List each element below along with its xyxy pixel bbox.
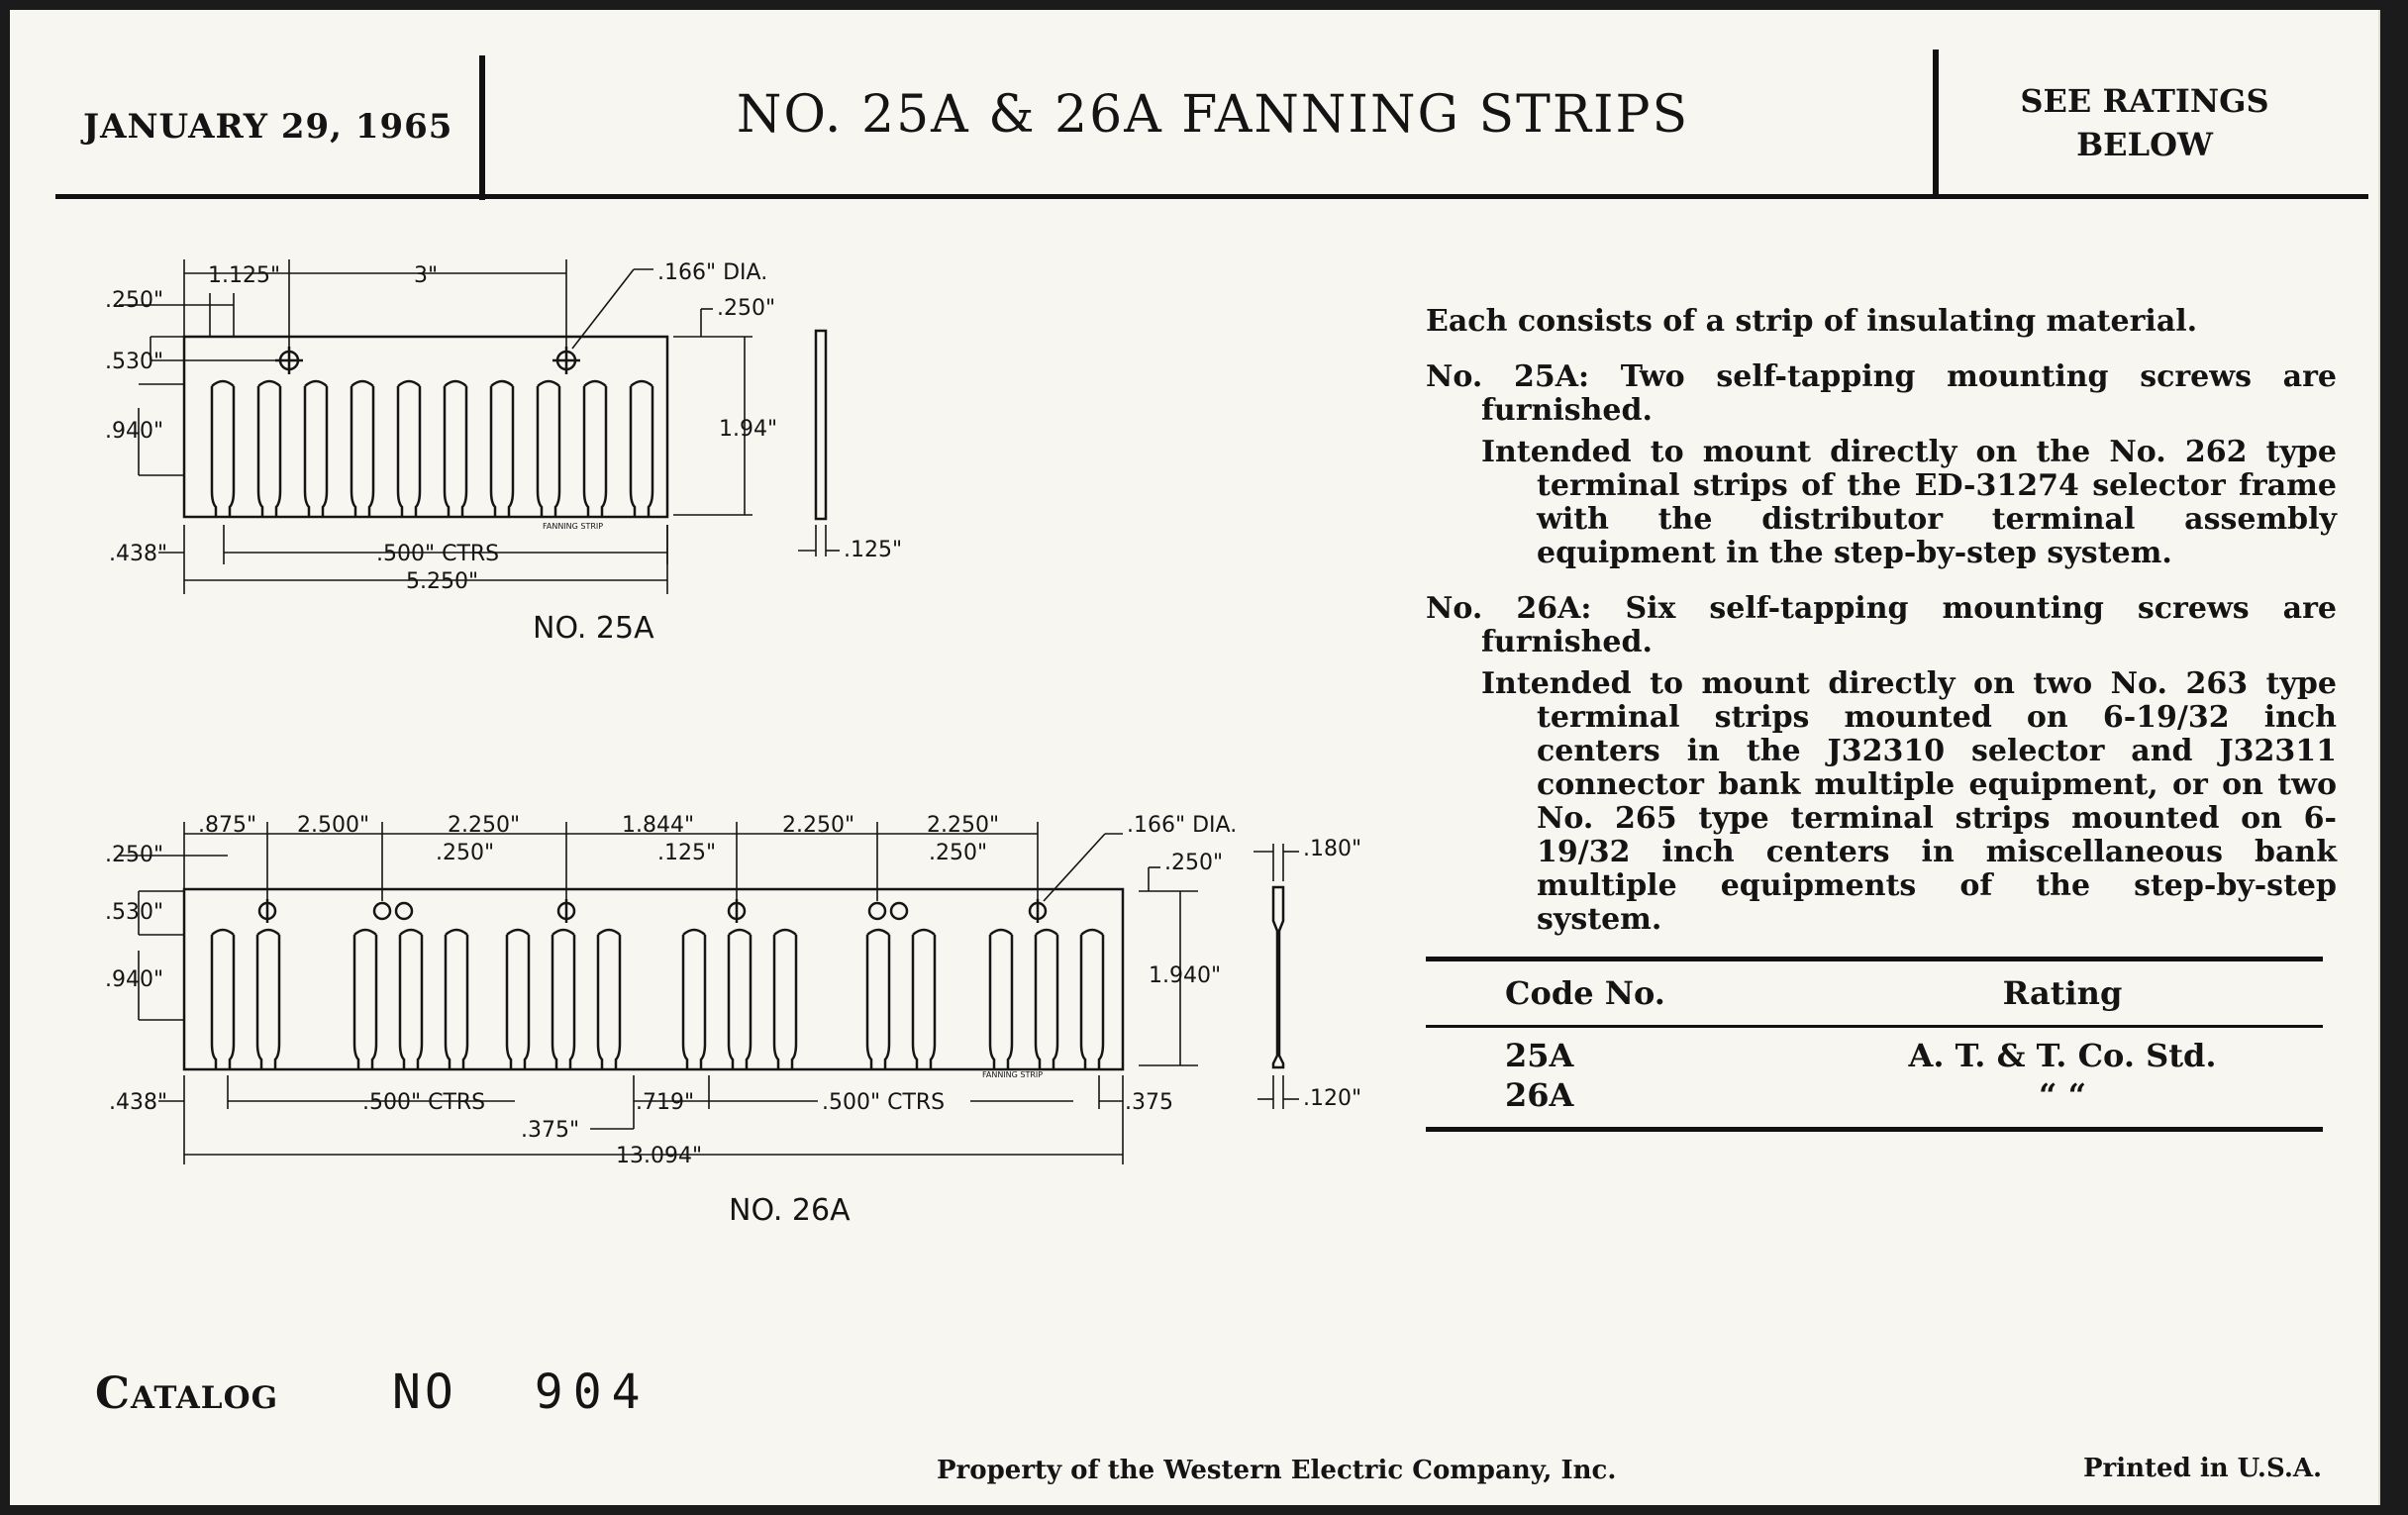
description-26a-detail: Intended to mount directly on two No. 26… [1481,666,2337,937]
dim-26a-250a: .250" [105,843,163,867]
catalog-no-prefix: NO [392,1364,457,1420]
catalog-no-value: 904 [534,1364,651,1420]
description-intro: Each consists of a strip of insulating m… [1426,304,2198,339]
dim-26a-375a: .375 [1125,1090,1173,1115]
sheet-title: NO. 25A & 26A FANNING STRIPS [736,85,1690,145]
dim-26a-125: .125" [657,841,716,865]
dim-26a-438: .438" [109,1090,167,1115]
catalog-number: NO 904 [392,1364,651,1420]
property-notice: Property of the Western Electric Company… [937,1456,1617,1485]
dim-25a-ctrs: .500" CTRS [376,542,499,566]
header-rule [55,194,2368,199]
dim-25a-250a: .250" [105,288,163,313]
sheet-date: JANUARY 29, 1965 [83,107,453,147]
table-header-row: Code No. Rating [1426,961,2323,1025]
dim-25a-125: .125" [844,538,902,562]
table-row: 25A A. T. & T. Co. Std. [1426,1036,2323,1075]
description-26a: No. 26A: Six self-tapping mounting screw… [1426,591,2337,659]
dim-25a-3: 3" [414,263,438,288]
mounting-holes-26a [257,899,1048,923]
ratings-note-line1: SEE RATINGS [2020,82,2269,120]
dim-25a-194: 1.94" [719,417,777,442]
dim-26a-875: .875" [198,813,256,838]
dim-25a-438: .438" [109,542,167,566]
ratings-note-line2: BELOW [2076,126,2213,163]
code-cell: 25A [1505,1037,1574,1074]
dim-26a-120: .120" [1303,1086,1361,1111]
description-25a: No. 25A: Two self-tapping mounting screw… [1426,359,2337,428]
dim-26a-13094: 13.094" [616,1144,702,1168]
dim-26a-250d: .250" [1164,851,1223,875]
dim-26a-2250b: 2.250" [782,813,854,838]
dim-25a-5250: 5.250" [406,569,478,594]
dim-26a-180: .180" [1303,837,1361,861]
strip-25a-front-view [182,335,669,519]
caption-25a: NO. 25A [533,611,654,646]
dim-25a-1125: 1.125" [208,263,280,288]
dim-26a-940: .940" [105,967,163,992]
description: Each consists of a strip of insulating m… [1426,305,2337,959]
rating-cell: A. T. & T. Co. Std. [1908,1037,2217,1074]
rating-cell: “ “ [2039,1076,2086,1114]
dim-26a-1940: 1.940" [1149,963,1221,988]
code-cell: 26A [1505,1076,1574,1114]
dim-26a-ctrs2: .500" CTRS [822,1090,945,1115]
table-rule-top [1426,957,2323,961]
dim-26a-2250a: 2.250" [448,813,520,838]
dim-26a-375b: .375" [521,1118,579,1143]
header-rating: Rating [2002,974,2123,1012]
table-rule-mid [1426,1025,2323,1028]
ratings-note: SEE RATINGS BELOW [1947,79,2343,166]
dim-26a-dia: .166" DIA. [1127,813,1237,838]
dim-26a-1844: 1.844" [622,813,694,838]
strip-mark-25a: FANNING STRIP [543,522,603,531]
table-rule-bottom [1426,1127,2323,1132]
dim-26a-530: .530" [105,900,163,925]
printed-notice: Printed in U.S.A. [2083,1454,2323,1483]
dim-25a-530: .530" [105,350,163,374]
dim-26a-719: .719" [636,1090,694,1115]
dim-26a-2250c: 2.250" [927,813,999,838]
header-divider-right [1933,50,1939,196]
catalog-label: Catalog [95,1368,279,1419]
dim-26a-ctrs1: .500" CTRS [362,1090,485,1115]
caption-26a: NO. 26A [729,1193,851,1228]
catalog-sheet [10,10,2380,1505]
header-code-no: Code No. [1505,974,1665,1012]
dim-26a-250c: .250" [929,841,987,865]
dim-26a-250b: .250" [436,841,494,865]
description-25a-detail: Intended to mount directly on the No. 26… [1481,435,2337,570]
dim-26a-2500: 2.500" [297,813,369,838]
dim-25a-250b: .250" [717,296,775,321]
dim-25a-dia: .166" DIA. [657,260,767,285]
strip-26a-front-view [182,887,1125,1071]
header-divider-left [479,55,485,200]
strip-mark-26a: FANNING STRIP [982,1070,1043,1079]
table-row: 26A “ “ [1426,1075,2323,1115]
dim-25a-940: .940" [105,419,163,444]
ratings-table: Code No. Rating 25A A. T. & T. Co. Std. … [1426,957,2323,1132]
